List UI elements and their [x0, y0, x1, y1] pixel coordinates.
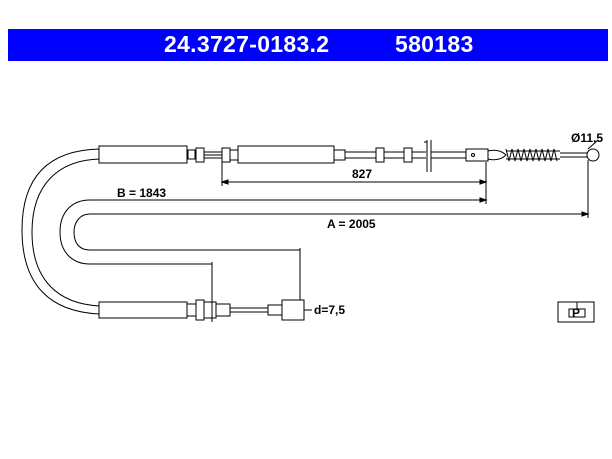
- lower-end-collar: [267, 304, 283, 316]
- diameter-label: Ø11,5: [571, 131, 603, 145]
- lower-fitting-4: [215, 303, 231, 317]
- upper-nut-2: [403, 147, 413, 163]
- upper-sheath-left: [98, 145, 188, 164]
- part-number: 24.3727-0183.2: [164, 31, 330, 57]
- dimension-diameter: [587, 139, 599, 150]
- lower-fitting-3: [203, 301, 217, 319]
- upper-tube: [333, 149, 346, 161]
- title-banner: 24.3727-0183.2 580183: [8, 29, 608, 61]
- lower-fitting-2: [195, 299, 205, 321]
- lower-fitting-1: [186, 303, 197, 317]
- return-spring: [505, 148, 560, 162]
- a-dimension-label: A = 2005: [327, 217, 376, 231]
- cable-outer-line: [21, 148, 101, 315]
- upper-fitting-4: [229, 149, 239, 161]
- svg-text:P: P: [572, 306, 580, 320]
- upper-sheath-right: [237, 145, 335, 164]
- end-diameter-label: d=7,5: [314, 303, 345, 317]
- dimension-b: [59, 197, 488, 322]
- upper-fitting-2: [195, 147, 205, 163]
- b-dimension-label: B = 1843: [117, 186, 166, 200]
- upper-end-sleeve: [465, 148, 489, 162]
- mounting-bracket: [424, 140, 432, 172]
- upper-fitting-3: [221, 147, 231, 163]
- cable-end-nipple: [586, 148, 600, 162]
- reference-number: 580183: [395, 31, 474, 57]
- dimension-827: [220, 162, 488, 204]
- upper-nut-1: [375, 147, 385, 163]
- dimension-a: [73, 160, 590, 300]
- lower-end-barrel: [281, 299, 305, 321]
- segment-827-label: 827: [352, 167, 372, 181]
- parking-brake-p-icon: P: [557, 301, 595, 323]
- cable-inner-line: [31, 158, 101, 307]
- lower-sheath: [98, 301, 188, 319]
- upper-fitting-1: [187, 149, 196, 160]
